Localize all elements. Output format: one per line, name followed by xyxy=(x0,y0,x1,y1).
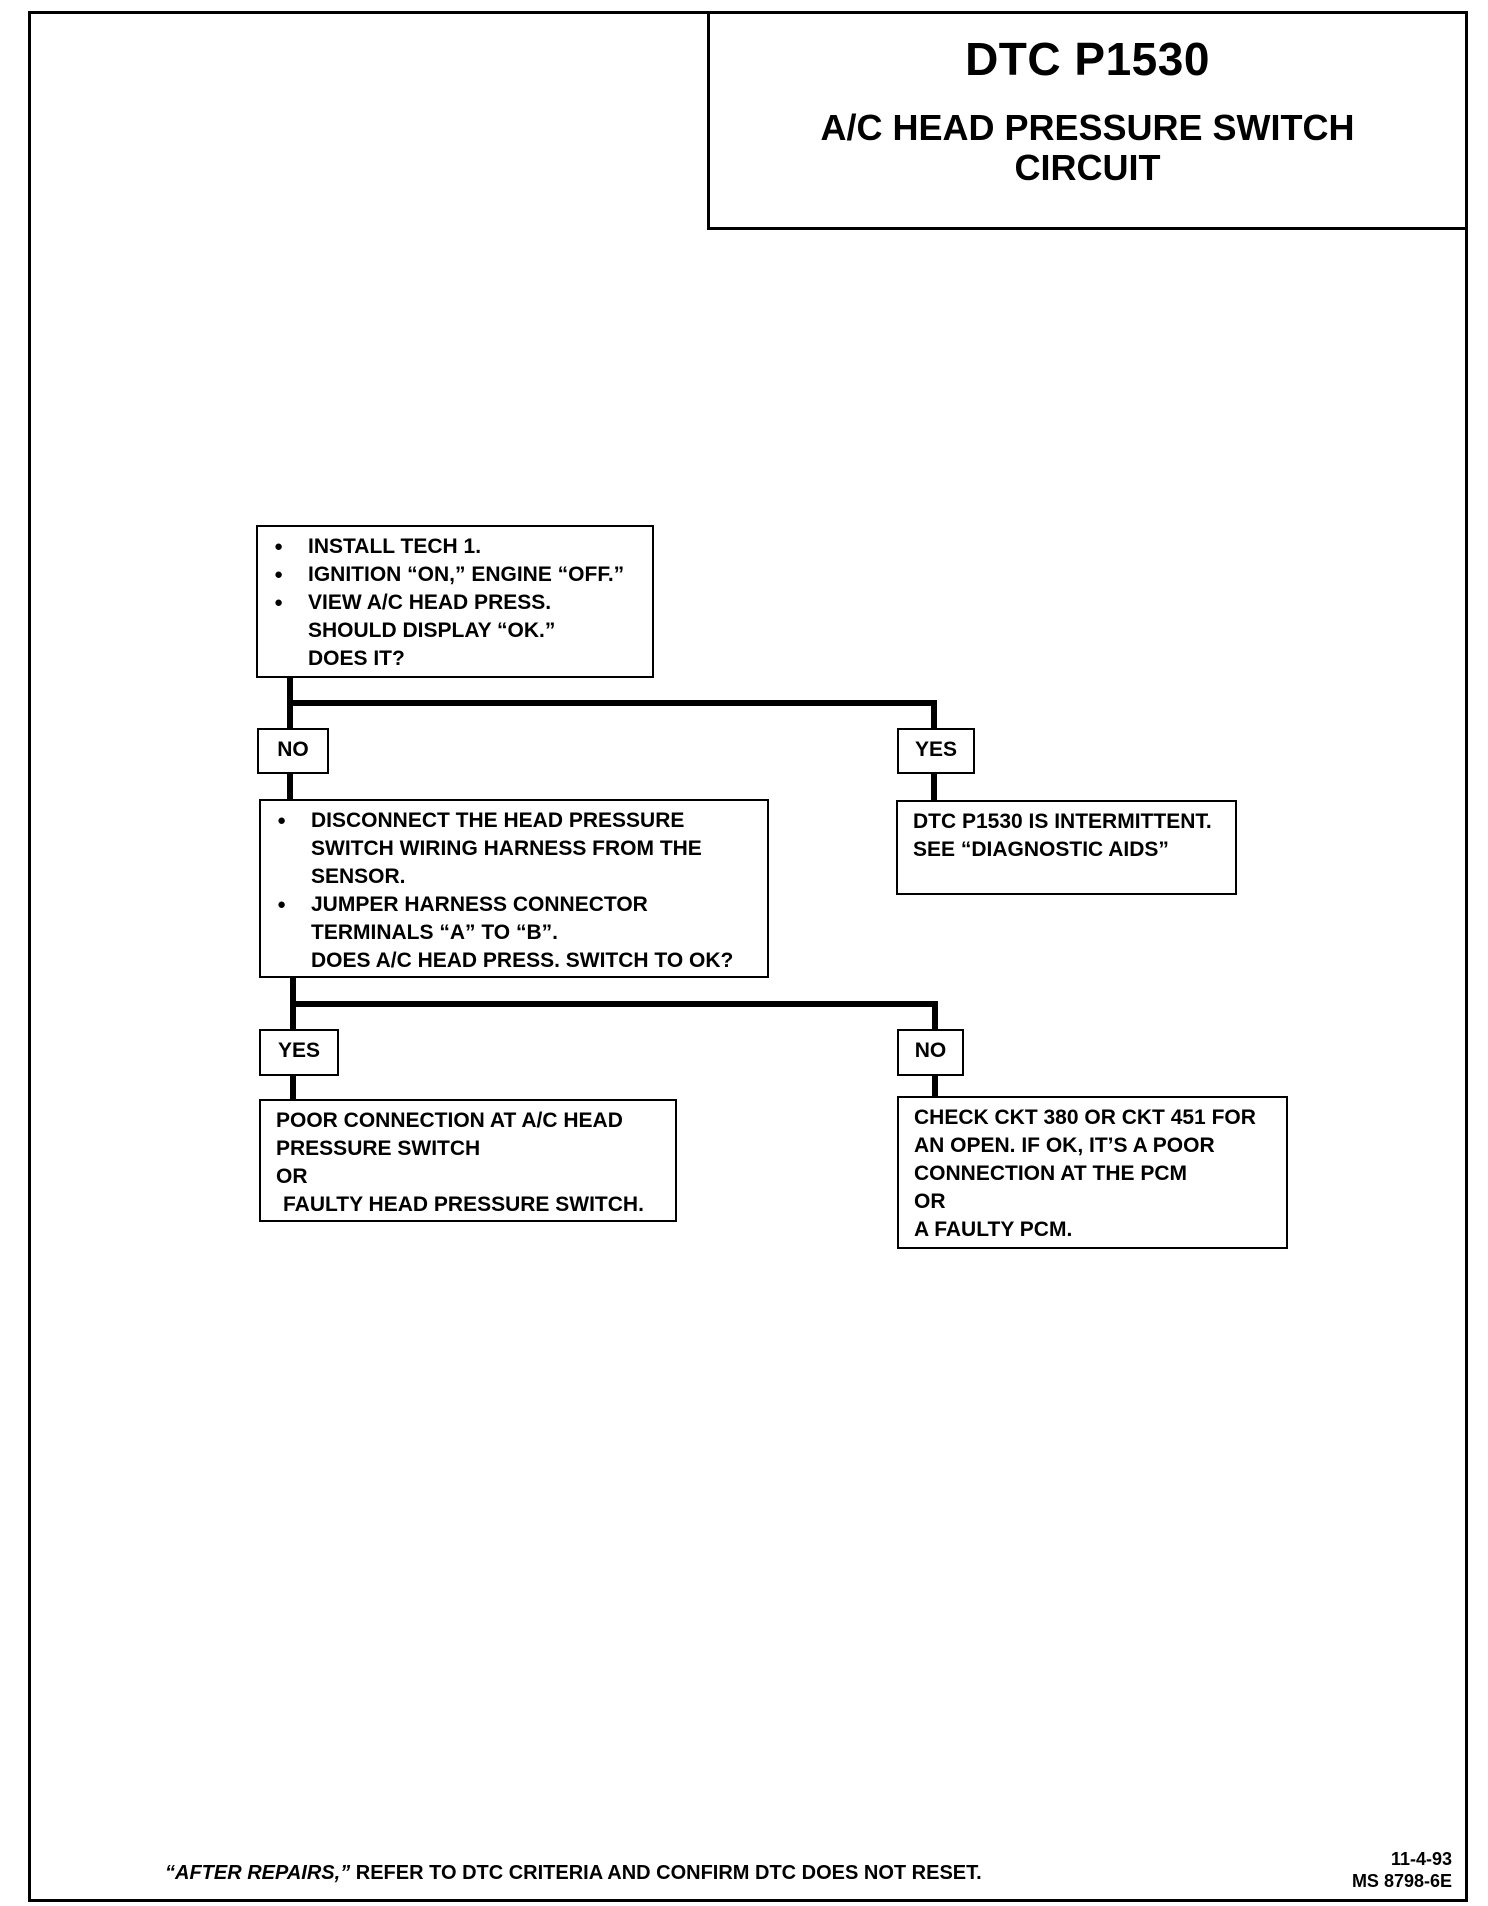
yes-label-1: YES xyxy=(897,728,975,774)
stamp-code: MS 8798-6E xyxy=(1351,1871,1452,1891)
step-1-item: IGNITION “ON,” ENGINE “OFF.” xyxy=(258,561,652,589)
step-1-list: INSTALL TECH 1. IGNITION “ON,” ENGINE “O… xyxy=(258,533,652,617)
footer-text: REFER TO DTC CRITERIA AND CONFIRM DTC DO… xyxy=(355,1862,982,1884)
subtitle-line-2: CIRCUIT xyxy=(1014,147,1161,188)
subtitle-line-1: A/C HEAD PRESSURE SWITCH xyxy=(820,107,1355,148)
connector-no1-to-step2 xyxy=(287,772,293,802)
page-title: DTC P1530 xyxy=(965,33,1210,85)
step-2-continuation: SENSOR. xyxy=(311,865,406,888)
pcm-result-line: CHECK CKT 380 OR CKT 451 FOR xyxy=(914,1106,1256,1129)
pcm-result-box: CHECK CKT 380 OR CKT 451 FOR AN OPEN. IF… xyxy=(897,1096,1288,1249)
connector-yes1-to-intermittent xyxy=(931,772,937,802)
step-2-box: DISCONNECT THE HEAD PRESSURE SWITCH WIRI… xyxy=(259,799,769,978)
step-2-list: DISCONNECT THE HEAD PRESSURE xyxy=(261,807,767,835)
step-1-item: INSTALL TECH 1. xyxy=(258,533,652,561)
intermittent-line: SEE “DIAGNOSTIC AIDS” xyxy=(913,838,1169,861)
no-label-1: NO xyxy=(257,728,329,774)
pcm-result-line: OR xyxy=(914,1190,946,1213)
switch-result-line: PRESSURE SWITCH xyxy=(276,1137,481,1160)
connector-yes2-to-result xyxy=(290,1074,296,1101)
step-2-continuation: TERMINALS “A” TO “B”. xyxy=(311,921,558,944)
connector-branch2-horizontal xyxy=(290,1001,938,1007)
no-label-2: NO xyxy=(897,1029,964,1076)
switch-result-line: POOR CONNECTION AT A/C HEAD xyxy=(276,1109,623,1132)
connector-no2-down xyxy=(932,1001,938,1031)
step-1-item: VIEW A/C HEAD PRESS. xyxy=(258,589,652,617)
switch-result-line: OR xyxy=(276,1165,308,1188)
yes-label-2: YES xyxy=(259,1029,339,1076)
step-2-continuation: SWITCH WIRING HARNESS FROM THE xyxy=(311,837,702,860)
footer-emphasis: “AFTER REPAIRS,” xyxy=(165,1862,351,1884)
intermittent-box: DTC P1530 IS INTERMITTENT. SEE “DIAGNOST… xyxy=(896,800,1237,895)
connector-no2-to-result xyxy=(932,1074,938,1098)
step-2-list: JUMPER HARNESS CONNECTOR xyxy=(261,891,767,919)
pcm-result-line: A FAULTY PCM. xyxy=(914,1218,1073,1241)
document-stamp: 11-4-93 MS 8798-6E xyxy=(1352,1848,1452,1892)
step-2-item: DISCONNECT THE HEAD PRESSURE xyxy=(261,807,767,835)
step-2-question: DOES A/C HEAD PRESS. SWITCH TO OK? xyxy=(311,949,734,972)
connector-branch1-horizontal xyxy=(287,700,937,706)
step-2-item: JUMPER HARNESS CONNECTOR xyxy=(261,891,767,919)
stamp-date: 11-4-93 xyxy=(1390,1849,1452,1869)
step-1-question: DOES IT? xyxy=(308,647,405,670)
switch-result-box: POOR CONNECTION AT A/C HEAD PRESSURE SWI… xyxy=(259,1099,677,1222)
connector-step1-down xyxy=(287,675,293,748)
step-1-continuation: SHOULD DISPLAY “OK.” xyxy=(308,619,556,642)
pcm-result-line: CONNECTION AT THE PCM xyxy=(914,1162,1187,1185)
intermittent-line: DTC P1530 IS INTERMITTENT. xyxy=(913,810,1212,833)
title-box: DTC P1530 A/C HEAD PRESSURE SWITCH CIRCU… xyxy=(707,11,1468,230)
page-subtitle: A/C HEAD PRESSURE SWITCH CIRCUIT xyxy=(710,108,1465,188)
footer-note: “AFTER REPAIRS,” REFER TO DTC CRITERIA A… xyxy=(165,1862,982,1885)
pcm-result-line: AN OPEN. IF OK, IT’S A POOR xyxy=(914,1134,1215,1157)
connector-yes1-down xyxy=(931,700,937,730)
switch-result-line: FAULTY HEAD PRESSURE SWITCH. xyxy=(283,1193,644,1216)
step-1-box: INSTALL TECH 1. IGNITION “ON,” ENGINE “O… xyxy=(256,525,654,678)
